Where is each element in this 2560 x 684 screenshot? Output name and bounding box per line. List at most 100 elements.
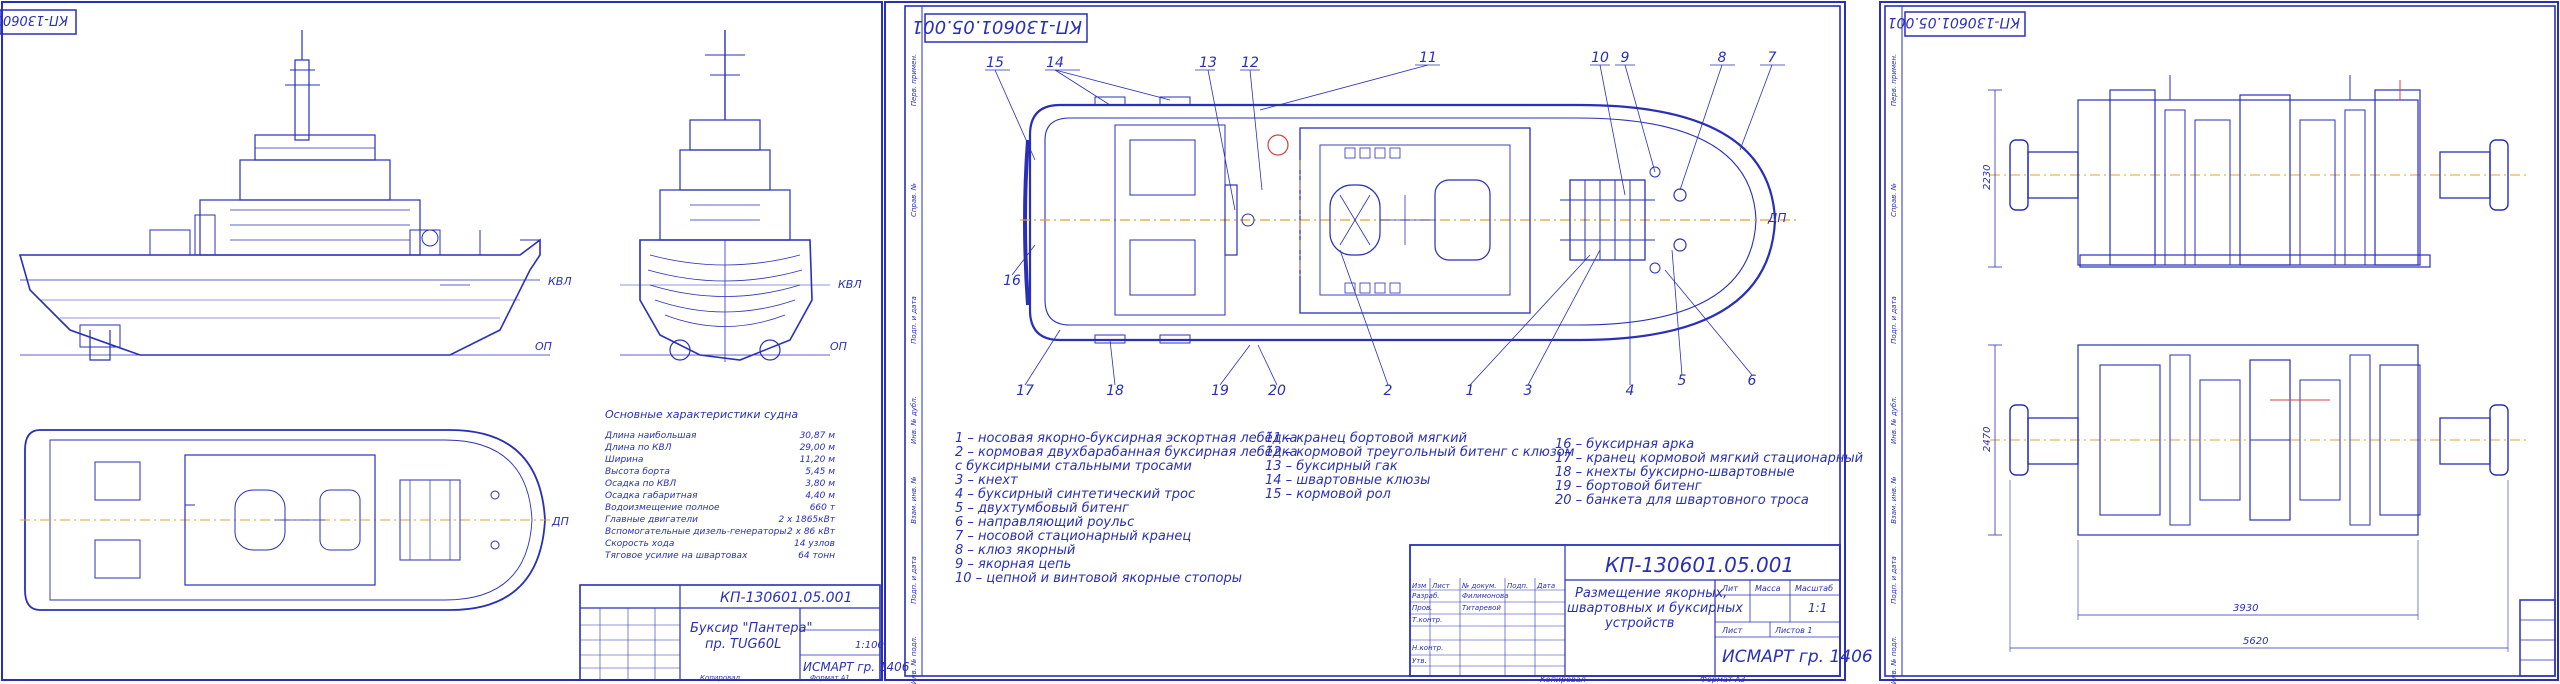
spec-value: 64 тонн: [798, 551, 835, 561]
spec-name: Осадка габаритная: [605, 491, 698, 501]
titleblock-1-name2: пр. TUG60L: [705, 637, 781, 652]
spec-value: 2 х 1865кВт: [778, 515, 835, 525]
specs-block: Основные характеристики судна Длина наиб…: [604, 408, 836, 561]
legend-item: 2 – кормовая двухбарабанная буксирная ле…: [955, 445, 1298, 460]
legend-item: 20 – банкета для швартовного троса: [1555, 493, 1809, 508]
side-label: Подп. и дата: [1890, 296, 1898, 344]
callout-number: 17: [1016, 383, 1034, 399]
callout-number: 5: [1678, 373, 1687, 389]
spec-name: Длина по КВЛ: [604, 443, 672, 453]
corner-stamp-1: КП-130601.05.001: [0, 12, 68, 27]
titleblock-2-code: КП-130601.05.001: [1605, 553, 1794, 577]
side-label: Перв. примен.: [1890, 54, 1898, 107]
legend-item: 7 – носовой стационарный кранец: [955, 529, 1191, 544]
titleblock-2-people: Разраб.Пров.Т.контр.Н.контр.Утв.: [1412, 592, 1443, 665]
legend-item: с буксирными стальными тросами: [955, 459, 1192, 474]
legend-item: 1 – носовая якорно-буксирная эскортная л…: [955, 431, 1298, 446]
callout-number: 7: [1768, 50, 1777, 66]
tb-person-role: Разраб.: [1412, 592, 1440, 600]
side-label: Справ. №: [910, 183, 918, 217]
tug-front-view: [620, 30, 830, 362]
tb-row-header: Изм: [1412, 582, 1427, 590]
legend-item: 18 – кнехты буксирно-швартовные: [1555, 465, 1795, 480]
titleblock-2-org: ИСМАРТ гр. 1406: [1722, 647, 1873, 667]
label-dp-deck: ДП: [1767, 211, 1786, 225]
spec-value: 2 х 86 кВт: [787, 527, 836, 537]
callout-number: 6: [1748, 373, 1757, 389]
tb-row-header: Лист: [1431, 582, 1451, 590]
titleblock-1: КП-130601.05.001 Буксир "Пантера" пр. TU…: [579, 584, 910, 682]
titleblock-1-format: Формат А1: [810, 674, 850, 682]
dim-w-inner: 3930: [2233, 603, 2258, 614]
callout-number: 8: [1718, 50, 1727, 66]
dim-h-top: 2230: [1982, 165, 1993, 190]
tb-row-header: № докум.: [1461, 582, 1497, 590]
legend-item: 8 – клюз якорный: [955, 543, 1075, 558]
sheet-2: Перв. примен. Справ. № Подп. и дата Инв. № …: [884, 1, 1873, 684]
winch-elevation: [1988, 75, 2530, 268]
spec-value: 3,80 м: [805, 479, 835, 489]
titleblock-2-name2: швартовных и буксирных: [1567, 601, 1743, 616]
legend-item: 13 – буксирный гак: [1265, 459, 1398, 474]
callout-number: 11: [1419, 50, 1437, 66]
copied-2: Копировал: [1540, 675, 1586, 684]
format-2: Формат А3: [1700, 675, 1746, 684]
legend-item: 6 – направляющий роульс: [955, 515, 1134, 530]
titleblock-2-name-b: Титаревой: [1462, 604, 1501, 612]
titleblock-1-copied: Копировал: [700, 674, 741, 682]
legend-item: 5 – двухтумбовый битенг: [955, 501, 1129, 516]
side-label: Инв. № дубл.: [910, 396, 918, 444]
spec-name: Осадка по КВЛ: [605, 479, 676, 489]
tug-plan-view: [20, 429, 555, 611]
tb-person-role: Пров.: [1412, 604, 1432, 612]
callout-number: 12: [1241, 55, 1259, 71]
label-kvl-front: КВЛ: [838, 278, 862, 291]
legend-item: 17 – кранец кормовой мягкий стационарный: [1555, 451, 1863, 466]
titleblock-1-scale: 1:100: [855, 640, 884, 651]
label-dp-plan: ДП: [551, 515, 569, 528]
callout-number: 14: [1046, 55, 1064, 71]
label-op-side: ОП: [535, 340, 552, 353]
dim-h-bottom: 2470: [1982, 427, 1993, 452]
label-kvl-side: КВЛ: [548, 275, 572, 288]
spec-name: Водоизмещение полное: [605, 503, 720, 513]
callout-number: 15: [986, 55, 1004, 71]
specs-title: Основные характеристики судна: [605, 408, 798, 421]
callout-number: 1: [1466, 383, 1475, 399]
corner-stamp-3: КП-130601.05.001: [1888, 14, 2020, 30]
titleblock-2-mass: Масса: [1755, 584, 1781, 593]
titleblock-2-name3: устройств: [1604, 616, 1674, 631]
titleblock-2-scale: 1:1: [1808, 601, 1827, 615]
titleblock-1-code: КП-130601.05.001: [720, 590, 852, 606]
side-label: Инв. № дубл.: [1890, 396, 1898, 444]
legend-item: 14 – швартовные клюзы: [1265, 473, 1430, 488]
leader-lines: [985, 64, 1785, 386]
callout-number: 9: [1621, 50, 1630, 66]
legend-item: 11 – кранец бортовой мягкий: [1265, 431, 1467, 446]
corner-stamp-2: КП-130601.05.001: [912, 16, 1082, 37]
side-label: Справ. №: [1890, 183, 1898, 217]
side-label: Подп. и дата: [910, 556, 918, 604]
side-label: Перв. примен.: [910, 54, 918, 107]
side-label: Взам. инв. №: [910, 476, 918, 524]
spec-value: 11,20 м: [800, 455, 836, 465]
titleblock-2-scale-h: Масштаб: [1795, 584, 1833, 593]
titleblock-2-sheet: Лист: [1721, 626, 1743, 635]
callout-number: 19: [1211, 383, 1229, 399]
legend-item: 19 – бортовой битенг: [1555, 479, 1702, 494]
titleblock-2-lit: Лит: [1721, 584, 1738, 593]
legend-item: 3 – кнехт: [955, 473, 1018, 488]
callout-number: 2: [1384, 383, 1393, 399]
legend-col1: 1 – носовая якорно-буксирная эскортная л…: [955, 431, 1298, 586]
spec-value: 4,40 м: [805, 491, 835, 501]
callout-number: 18: [1106, 383, 1124, 399]
winch-plan: [1988, 344, 2530, 652]
spec-name: Вспомогательные дизель-генераторы: [605, 527, 786, 537]
